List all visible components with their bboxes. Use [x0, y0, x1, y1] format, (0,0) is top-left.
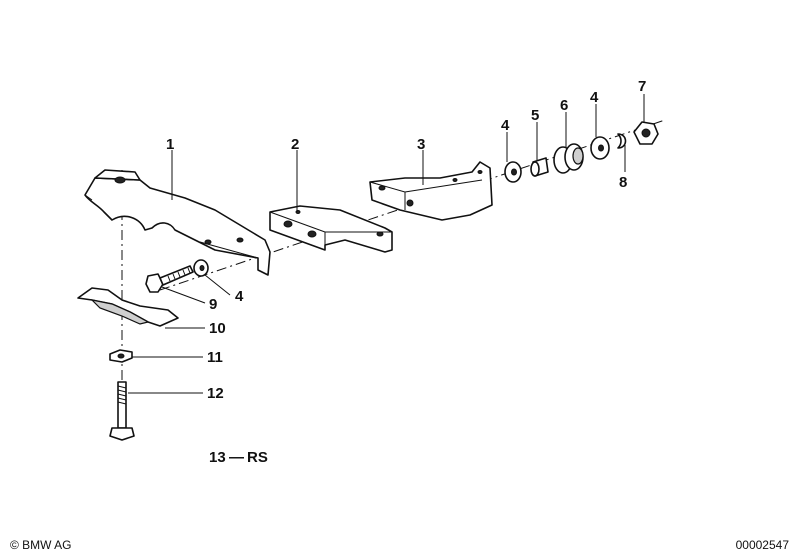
- part-1-clamp-bracket[interactable]: [84, 169, 271, 276]
- legend-code: RS: [247, 449, 268, 466]
- callout-12[interactable]: 12: [207, 385, 224, 402]
- callout-7[interactable]: 7: [638, 78, 646, 95]
- part-4-washer-c[interactable]: [193, 259, 209, 277]
- legend-dash: —: [229, 449, 244, 466]
- part-9-screw[interactable]: [145, 265, 194, 293]
- legend-number[interactable]: 13: [209, 449, 226, 466]
- callout-3[interactable]: 3: [417, 136, 425, 153]
- callout-4b[interactable]: 4: [590, 89, 599, 106]
- part-11-nut[interactable]: [109, 349, 133, 363]
- callout-4c[interactable]: 4: [235, 288, 244, 305]
- leader-9: [161, 286, 206, 304]
- diagram-number: 00002547: [735, 538, 789, 552]
- callout-2[interactable]: 2: [291, 136, 299, 153]
- callout-10[interactable]: 10: [209, 320, 226, 337]
- part-4-washer-a[interactable]: [504, 161, 522, 183]
- copyright-notice: © BMW AG: [10, 538, 72, 552]
- leader-4c: [204, 274, 231, 296]
- callout-9[interactable]: 9: [209, 296, 217, 313]
- callout-11[interactable]: 11: [207, 349, 223, 366]
- part-6-rubber-grommet[interactable]: [553, 143, 584, 174]
- part-2-bracket-plate[interactable]: [269, 205, 393, 253]
- part-10-lower-clamp[interactable]: [77, 287, 179, 327]
- callout-5[interactable]: 5: [531, 107, 539, 124]
- part-7-hex-nut[interactable]: [633, 121, 659, 145]
- part-8-spring-washer[interactable]: [617, 133, 627, 149]
- callout-1[interactable]: 1: [166, 136, 174, 153]
- part-4-washer-b[interactable]: [590, 136, 610, 160]
- part-5-spacer[interactable]: [530, 157, 549, 177]
- callout-4a[interactable]: 4: [501, 117, 510, 134]
- callout-8[interactable]: 8: [619, 174, 627, 191]
- part-12-bolt[interactable]: [109, 381, 135, 441]
- part-3-angle-bracket[interactable]: [369, 161, 493, 221]
- callout-6[interactable]: 6: [560, 97, 568, 114]
